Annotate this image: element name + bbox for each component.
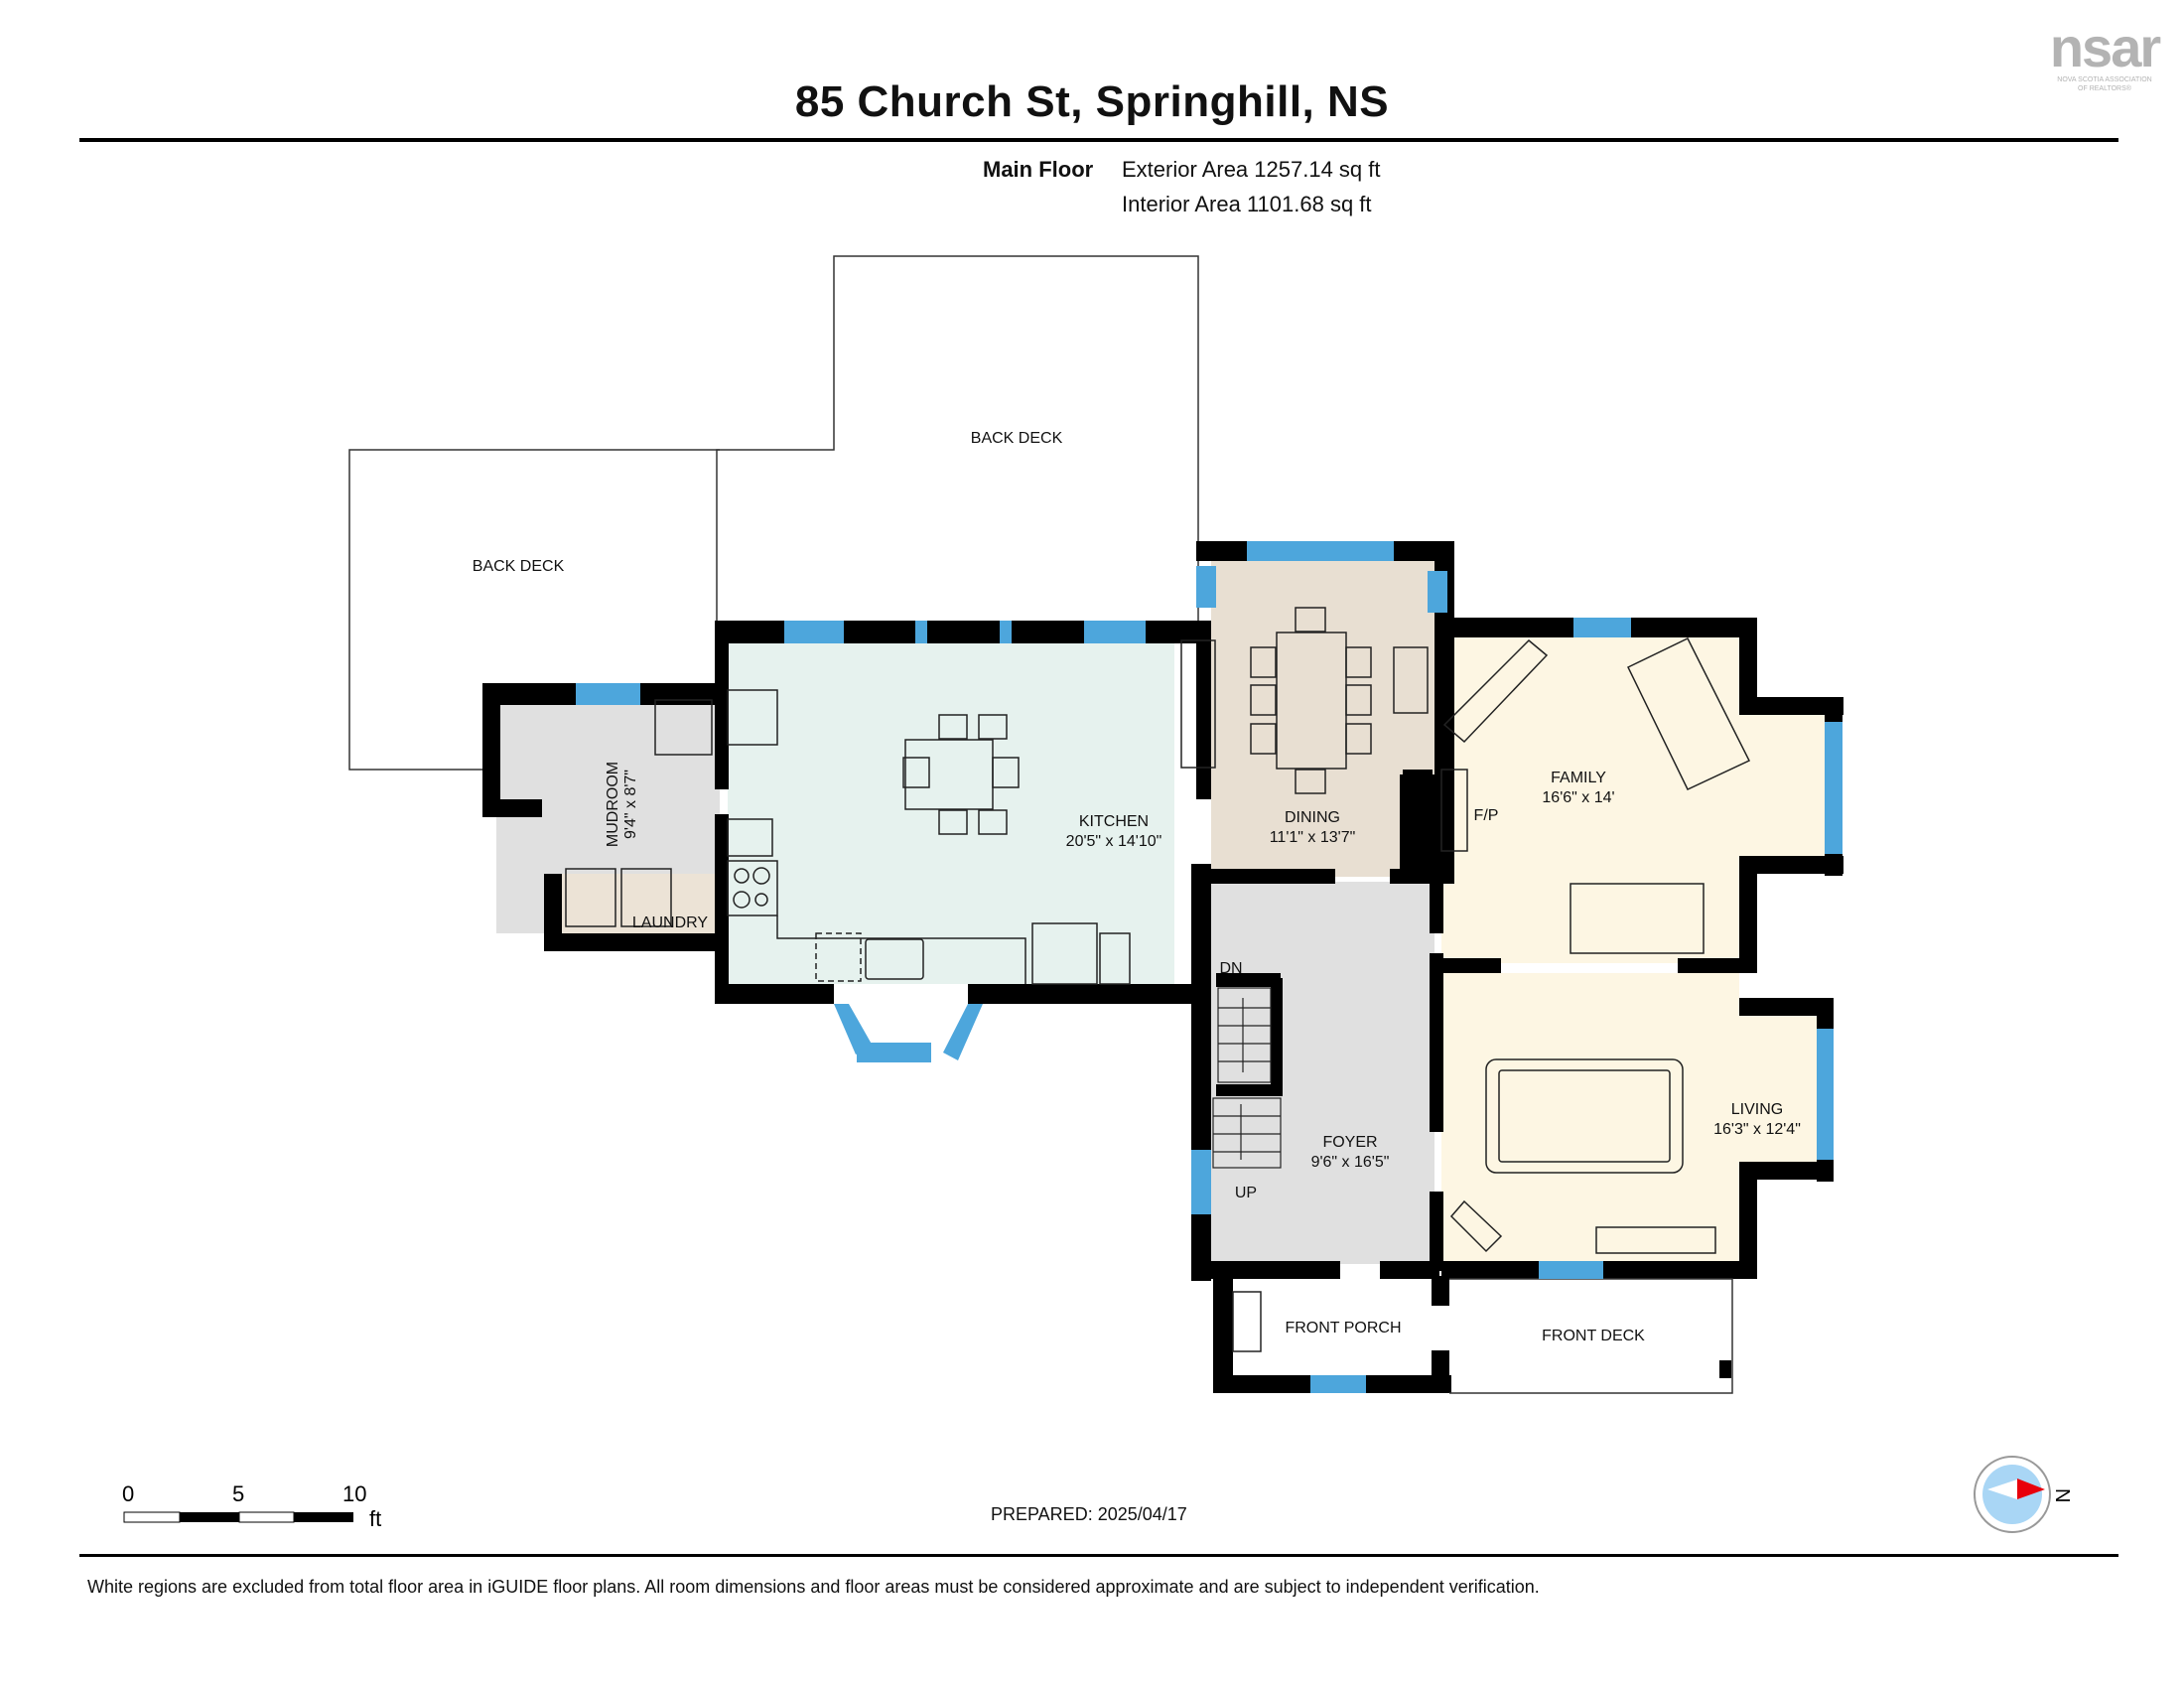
family-fixtures [1440,637,1751,954]
svg-text:FAMILY: FAMILY [1551,770,1606,786]
svg-text:KITCHEN: KITCHEN [1079,813,1149,830]
svg-text:N: N [2051,1488,2073,1502]
svg-text:9'6" x 16'5": 9'6" x 16'5" [1311,1154,1390,1171]
header-divider [79,138,2118,142]
logo-mark: nsar [2049,16,2161,78]
svg-text:FOYER: FOYER [1322,1134,1377,1151]
svg-text:LIVING: LIVING [1731,1101,1783,1118]
svg-text:LAUNDRY: LAUNDRY [632,914,709,931]
laundry-fixtures [565,699,713,927]
porch-bench [1232,1291,1262,1352]
svg-text:FRONT DECK: FRONT DECK [1542,1328,1645,1344]
laundry-area [551,874,720,933]
prepared-date: PREPARED: 2025/04/17 [991,1504,1187,1524]
living-floor [1441,973,1820,1261]
scale-bar: 0 5 10 ft [122,1481,381,1531]
footer-divider [79,1554,2118,1557]
svg-text:FRONT PORCH: FRONT PORCH [1285,1320,1401,1336]
room-labels: MUDROOM 9'4" x 8'7" LAUNDRY KITCHEN 20'5… [605,762,1801,1344]
svg-text:UP: UP [1235,1185,1257,1201]
svg-text:9'4" x 8'7": 9'4" x 8'7" [622,770,639,839]
svg-text:ft: ft [369,1506,381,1531]
logo-line2: OF REALTORS® [2078,85,2131,92]
svg-text:MUDROOM: MUDROOM [605,762,621,847]
family-floor [1441,635,1827,963]
kitchen-floor [728,643,1174,984]
logo-line1: NOVA SCOTIA ASSOCIATION [2057,76,2152,83]
svg-text:10: 10 [342,1481,366,1506]
svg-text:DN: DN [1219,960,1242,977]
back-deck-right: BACK DECK [716,255,1199,621]
foyer-floor [1211,882,1434,1264]
page-title: 85 Church St, Springhill, NS [794,77,1390,126]
stairs [1212,987,1282,1169]
living-fixtures [1449,1058,1716,1254]
svg-text:11'1" x 13'7": 11'1" x 13'7" [1270,829,1356,846]
svg-text:F/P: F/P [1474,807,1499,824]
svg-text:5: 5 [232,1481,244,1506]
dining-fixtures [1180,607,1429,794]
interior-area: Interior Area 1101.68 sq ft [1122,192,1372,216]
compass-icon: N [1974,1456,2073,1533]
nsar-logo: nsar NOVA SCOTIA ASSOCIATION OF REALTORS… [2025,20,2184,93]
svg-text:DINING: DINING [1285,809,1340,826]
kitchen-fixtures [727,689,1131,985]
svg-text:0: 0 [122,1481,134,1506]
svg-text:BACK DECK: BACK DECK [971,430,1063,447]
svg-text:20'5" x 14'10": 20'5" x 14'10" [1066,833,1162,850]
disclaimer: White regions are excluded from total fl… [87,1577,1540,1597]
svg-text:16'6" x 14': 16'6" x 14' [1542,789,1614,806]
windows [576,541,1843,1393]
svg-text:BACK DECK: BACK DECK [473,558,565,575]
svg-text:16'3" x 12'4": 16'3" x 12'4" [1713,1121,1801,1138]
floor-name: Main Floor [983,157,1094,182]
exterior-area: Exterior Area 1257.14 sq ft [1122,157,1381,182]
